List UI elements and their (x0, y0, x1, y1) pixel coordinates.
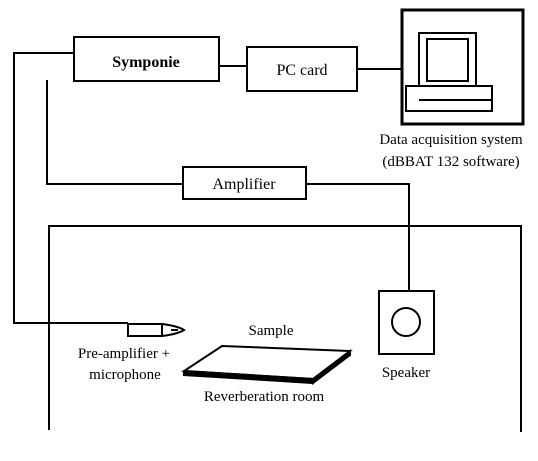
microphone-icon (127, 322, 186, 338)
amplifier-label: Amplifier (212, 176, 276, 193)
wire-symponie-to-amplifier (46, 80, 183, 185)
microphone-label-line2: microphone (89, 367, 161, 383)
speaker-label: Speaker (382, 365, 430, 381)
microphone-label-line1: Pre-amplifier + (78, 346, 170, 362)
pc-card-block: PC card (246, 46, 358, 92)
reverberation-room-label: Reverberation room (204, 389, 325, 405)
speaker-icon (378, 290, 435, 355)
data-acquisition-caption-line2: (dBBAT 132 software) (382, 154, 519, 170)
wire-symponie-to-microphone (13, 52, 128, 324)
pc-card-label: PC card (276, 62, 327, 79)
wire-amplifier-to-speaker (306, 183, 410, 290)
reverberation-room-outline (48, 225, 522, 432)
symponie-label: Symponie (112, 54, 180, 71)
computer-icon (400, 8, 525, 126)
symponie-block: Symponie (73, 36, 220, 82)
sample-label: Sample (249, 323, 294, 339)
data-acquisition-caption-line1: Data acquisition system (379, 132, 523, 148)
sample-plate (180, 344, 353, 386)
amplifier-block: Amplifier (182, 166, 307, 200)
